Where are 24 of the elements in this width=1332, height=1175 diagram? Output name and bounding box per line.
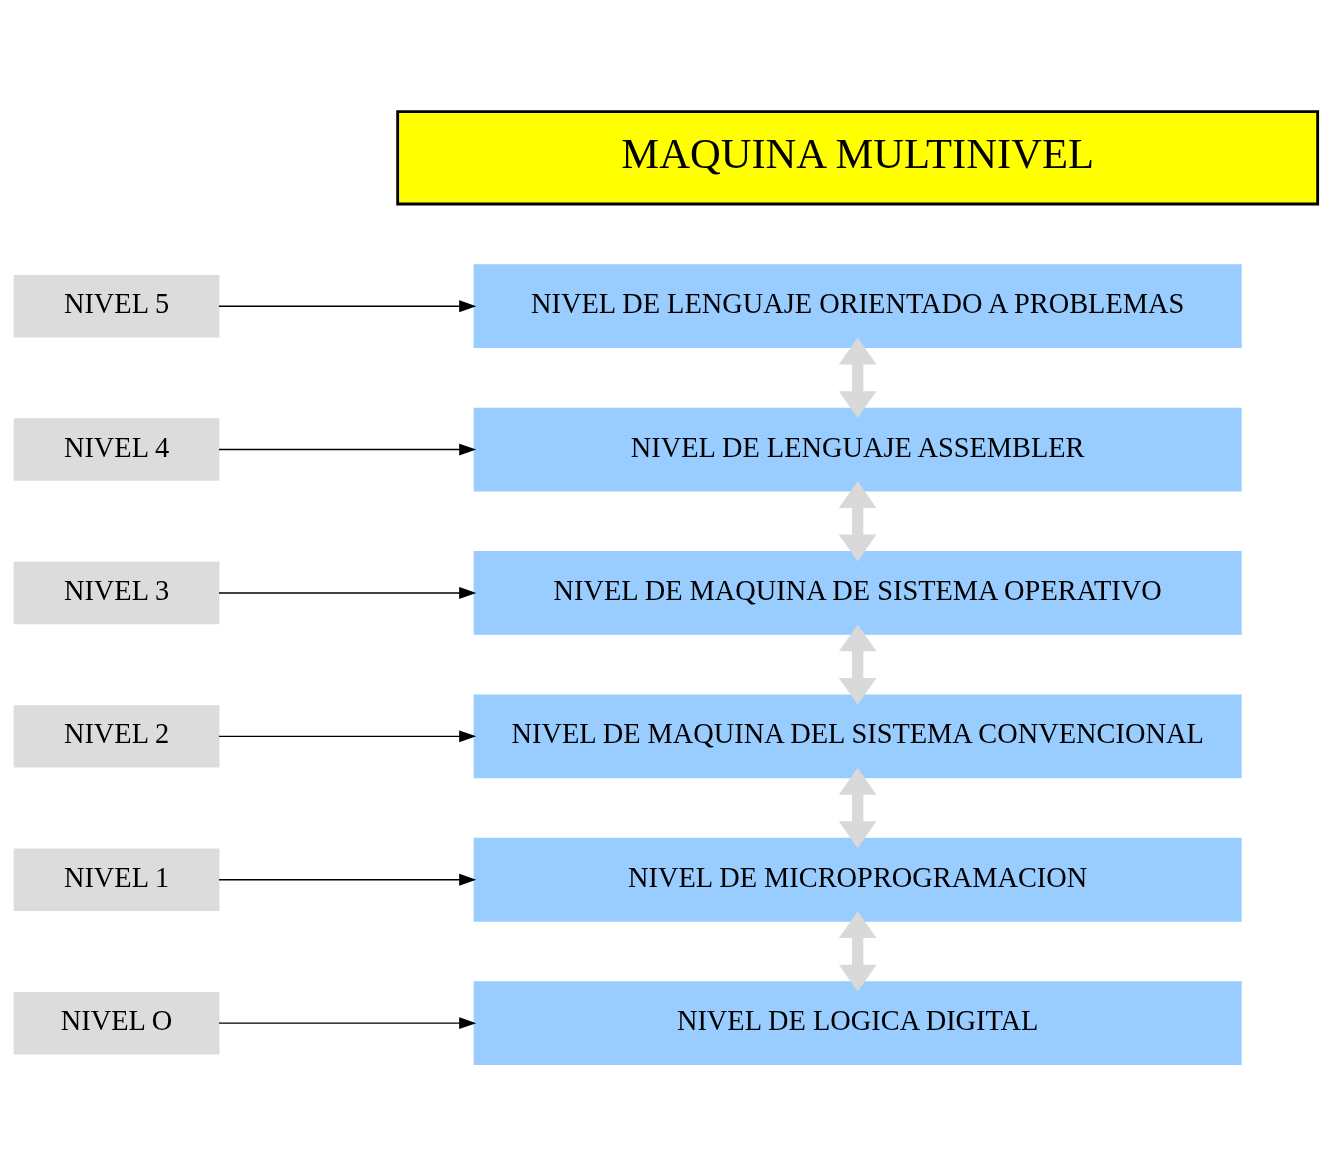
arrow: [838, 623, 877, 705]
arrow: [218, 443, 477, 456]
node-box: NIVEL DE LENGUAJE ORIENTADO A PROBLEMAS: [473, 263, 1242, 348]
node-box: NIVEL 2: [13, 704, 220, 768]
node-box: NIVEL 3: [13, 561, 220, 624]
arrow: [218, 873, 477, 886]
arrow: [218, 586, 477, 599]
arrow: [838, 480, 877, 561]
node-box: NIVEL O: [13, 991, 220, 1054]
node-box: NIVEL DE MICROPROGRAMACION: [473, 837, 1242, 922]
node-box: NIVEL 1: [13, 848, 220, 911]
arrow: [838, 337, 877, 418]
arrow: [838, 767, 877, 848]
node-box: NIVEL 5: [13, 274, 220, 337]
node-box: NIVEL DE MAQUINA DE SISTEMA OPERATIVO: [473, 550, 1242, 635]
node-box: NIVEL DE MAQUINA DEL SISTEMA CONVENCIONAL: [473, 694, 1242, 778]
node-box: NIVEL 4: [13, 417, 220, 481]
node-box: MAQUINA MULTINIVEL: [396, 109, 1320, 205]
node-box: NIVEL DE LOGICA DIGITAL: [473, 980, 1242, 1065]
arrow: [838, 910, 877, 992]
arrow: [218, 299, 477, 312]
arrow: [218, 1016, 477, 1029]
arrow: [218, 729, 477, 742]
node-box: NIVEL DE LENGUAJE ASSEMBLER: [473, 407, 1242, 491]
